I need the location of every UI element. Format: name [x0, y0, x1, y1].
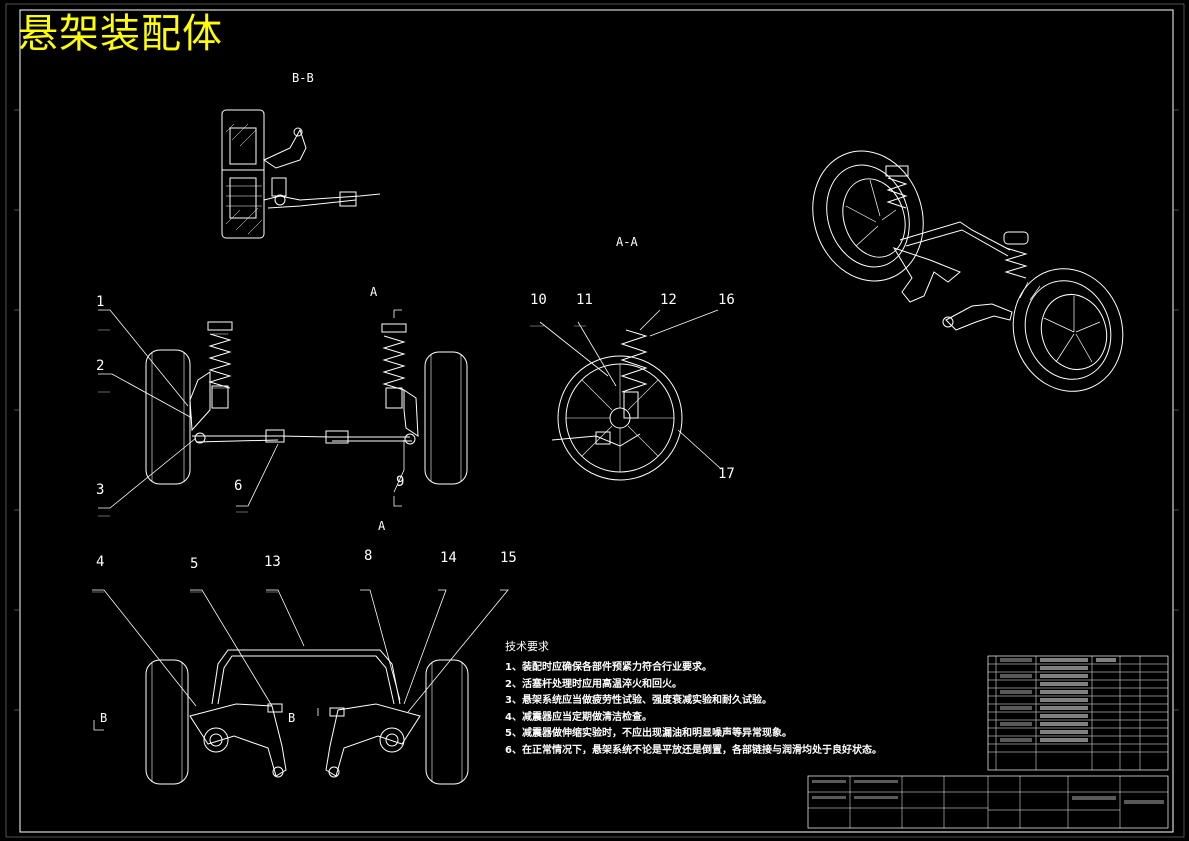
aa-section-view [551, 329, 683, 481]
bb-view-label: B-B [292, 71, 314, 85]
drawing-frame [19, 9, 1174, 833]
balloon-12: 12 [660, 292, 677, 308]
front-assembly-view [145, 309, 468, 507]
bb-section-view [221, 109, 381, 239]
drawing-title: 悬架装配体 [18, 11, 223, 57]
frame-zone-ticks [14, 109, 1179, 711]
balloon-10: 10 [530, 292, 547, 308]
section-marker-a-bottom: A [378, 519, 386, 533]
balloon-6: 6 [234, 478, 242, 494]
tech-requirement-line: 5、减震器做伸缩实验时，不应出现漏油和明显噪声等异常现象。 [505, 728, 792, 740]
tech-requirement-line: 2、活塞杆处理时应用高温淬火和回火。 [505, 678, 682, 690]
technical-requirements: 技术要求 1、装配时应确保各部件预紧力符合行业要求。 2、活塞杆处理时应用高温淬… [505, 638, 882, 760]
balloon-11: 11 [576, 292, 593, 308]
balloon-13: 13 [264, 554, 281, 570]
balloon-15: 15 [500, 550, 517, 566]
aa-view-label: A-A [616, 235, 638, 249]
tech-requirement-line: 4、减震器应当定期做清洁检查。 [505, 711, 652, 723]
balloon-1: 1 [96, 294, 104, 310]
section-marker-b-right: B [288, 711, 295, 725]
balloon-9: 9 [396, 474, 404, 490]
section-marker-b-left: B [100, 711, 107, 725]
tech-requirement-line: 1、装配时应确保各部件预紧力符合行业要求。 [505, 662, 712, 673]
balloon-17: 17 [718, 466, 735, 482]
section-marker-a-top: A [370, 285, 378, 299]
outer-border [5, 3, 1185, 838]
balloon-16: 16 [718, 292, 735, 308]
balloon-4: 4 [96, 554, 104, 570]
bottom-assembly-view [93, 649, 469, 785]
balloon-8: 8 [364, 548, 372, 564]
tech-requirements-heading: 技术要求 [505, 640, 549, 653]
balloon-3: 3 [96, 482, 104, 498]
balloon-5: 5 [190, 556, 198, 572]
tech-requirement-line: 6、在正常情况下，悬架系统不论是平放还是倒置，各部链接与润滑均处于良好状态。 [505, 744, 882, 756]
parts-list-rows [988, 656, 1168, 770]
balloon-2: 2 [96, 358, 104, 374]
leader-lines [92, 309, 721, 713]
tech-requirement-line: 3、悬架系统应当做疲劳性试验、强度衰减实验和耐久试验。 [505, 695, 772, 707]
title-block [807, 655, 1169, 829]
isometric-view [812, 150, 1124, 392]
balloon-14: 14 [440, 550, 457, 566]
